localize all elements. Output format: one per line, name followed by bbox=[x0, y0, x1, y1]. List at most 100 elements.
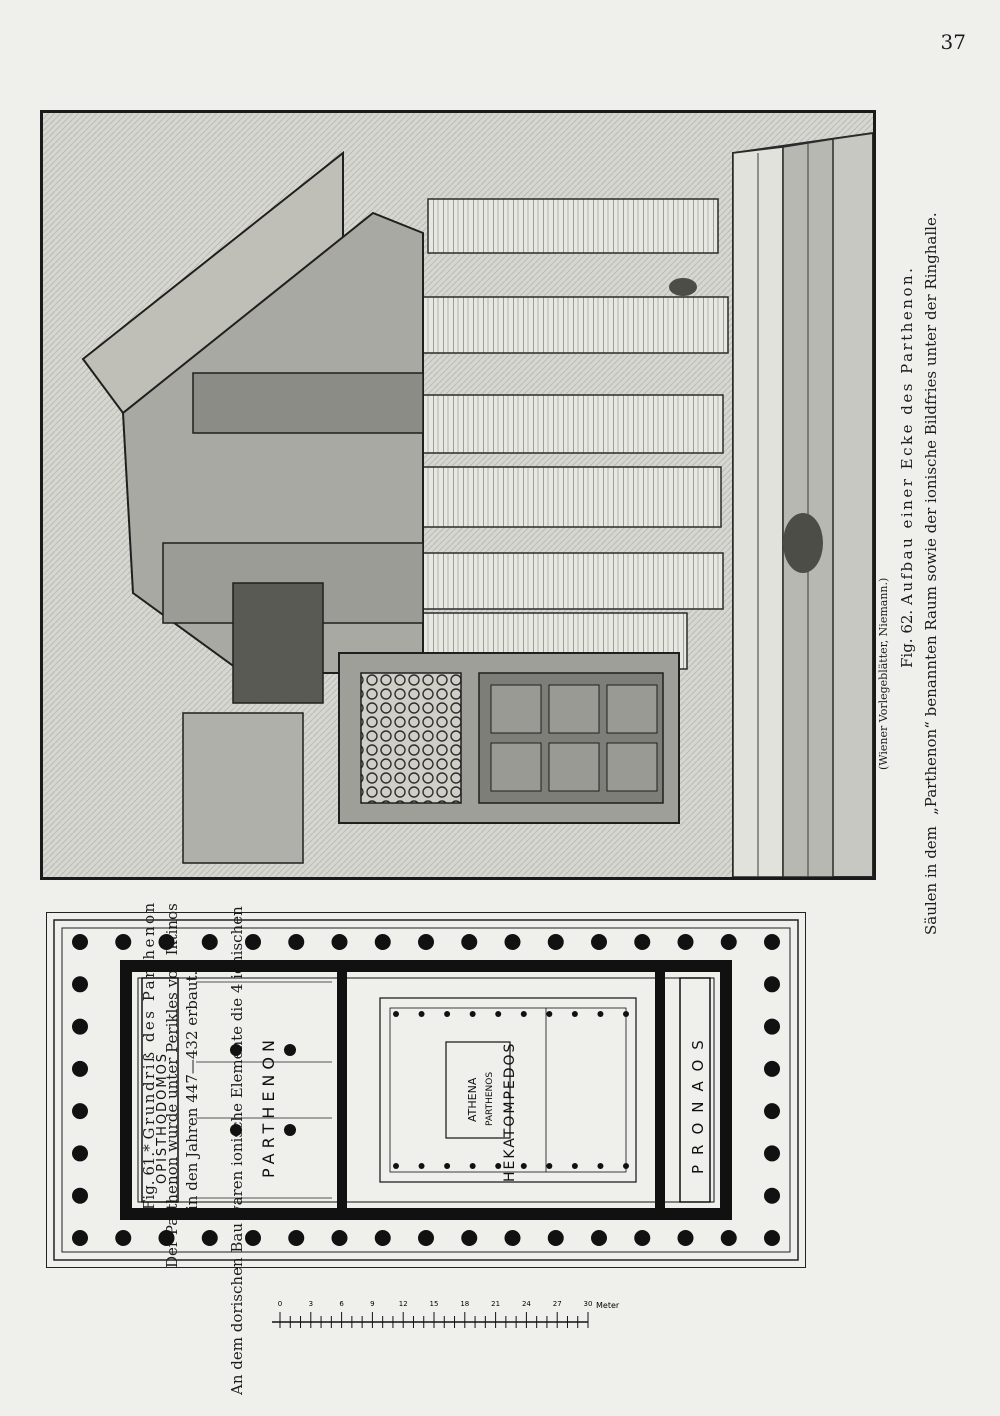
scale-tick-label: 9 bbox=[370, 1300, 374, 1308]
inner-column bbox=[546, 1011, 553, 1017]
label-parthenos: PARTHENOS bbox=[485, 1072, 495, 1126]
inner-column bbox=[393, 1163, 399, 1169]
inner-column bbox=[444, 1011, 451, 1017]
columns bbox=[386, 198, 729, 670]
peristyle-column bbox=[418, 934, 434, 950]
inner-column bbox=[418, 1011, 425, 1017]
page-number: 37 bbox=[940, 30, 966, 54]
peristyle-columns bbox=[72, 934, 780, 1246]
scale-tick-label: 0 bbox=[278, 1300, 282, 1308]
parthenon-corner-engraving bbox=[40, 110, 876, 880]
peristyle-column bbox=[764, 1145, 780, 1162]
peristyle-column bbox=[547, 1230, 564, 1246]
fig62-description: „Parthenon“ benannten Raum sowie der ion… bbox=[922, 212, 940, 815]
scale-tick-label: 12 bbox=[399, 1300, 408, 1308]
inner-column bbox=[546, 1163, 553, 1169]
peristyle-column bbox=[764, 976, 780, 993]
label-pronaos: PRONAOS bbox=[689, 1030, 707, 1174]
peristyle-column bbox=[764, 934, 780, 950]
peristyle-column bbox=[331, 934, 348, 950]
peristyle-column bbox=[158, 934, 175, 950]
peristyle-column bbox=[504, 934, 521, 950]
peristyle-column bbox=[764, 1187, 780, 1204]
scale-tick-label: 18 bbox=[460, 1300, 469, 1308]
fig62-title: Aufbau einer Ecke des Parthenon. bbox=[898, 265, 916, 606]
inner-column bbox=[469, 1163, 476, 1169]
inner-column bbox=[520, 1011, 527, 1017]
inner-column bbox=[495, 1163, 502, 1169]
peristyle-column bbox=[374, 1230, 391, 1246]
peristyle-column bbox=[72, 976, 88, 993]
scale-tick-label: 21 bbox=[491, 1300, 500, 1308]
peristyle-column bbox=[115, 1230, 132, 1246]
label-opisthodomos: OPISTHODOMOS bbox=[155, 1052, 170, 1184]
peristyle-column bbox=[677, 1230, 694, 1246]
peristyle-column bbox=[677, 934, 694, 950]
peristyle-column bbox=[245, 1230, 261, 1246]
peristyle-column bbox=[158, 1230, 175, 1246]
inner-column bbox=[571, 1163, 578, 1169]
peristyle-column bbox=[72, 1187, 88, 1204]
label-athena: ATHENA bbox=[466, 1077, 479, 1122]
scale-tick-label: 6 bbox=[339, 1300, 344, 1308]
parthenon-floor-plan: OPISTHODOMOS PARTHENON HEKATOMPEDOS ATHE… bbox=[45, 911, 807, 1269]
inner-column bbox=[623, 1163, 629, 1169]
engraving-drawing bbox=[43, 113, 873, 877]
scale-bar: 0 3 6 9 12 15 18 21 24 27 30 Meter bbox=[266, 1282, 646, 1342]
fig62-label: Fig. 62. bbox=[898, 609, 916, 668]
peristyle-column bbox=[764, 1060, 780, 1077]
label-parthenon: PARTHENON bbox=[259, 1035, 278, 1178]
peristyle-column bbox=[591, 934, 607, 950]
peristyle-column bbox=[720, 934, 737, 950]
peristyle-column bbox=[115, 934, 132, 950]
scale-tick-label: 30 bbox=[584, 1300, 593, 1308]
peristyle-column bbox=[634, 934, 651, 950]
inner-column bbox=[393, 1011, 399, 1017]
fig62-description-lead: Säulen in dem bbox=[922, 826, 940, 935]
peristyle-column bbox=[201, 934, 218, 950]
peristyle-column bbox=[461, 934, 478, 950]
peristyle-column bbox=[288, 1230, 305, 1246]
peristyle-column bbox=[374, 934, 391, 950]
scale-tick-label: 27 bbox=[553, 1300, 562, 1308]
peristyle-column bbox=[331, 1230, 348, 1246]
peristyle-column bbox=[288, 934, 305, 950]
fig62-credit: (Wiener Vorlegeblätter, Niemann.) bbox=[877, 577, 890, 770]
human-figures bbox=[669, 278, 823, 573]
inner-column bbox=[418, 1163, 425, 1169]
peristyle-column bbox=[764, 1018, 780, 1035]
label-hekatompedos: HEKATOMPEDOS bbox=[502, 1042, 518, 1182]
peristyle-column bbox=[634, 1230, 651, 1246]
scale-tick-label: 3 bbox=[309, 1300, 313, 1308]
peristyle-column bbox=[591, 1230, 607, 1246]
peristyle-column bbox=[201, 1230, 218, 1246]
scale-unit: Meter bbox=[596, 1301, 620, 1310]
door bbox=[338, 652, 680, 824]
peristyle-column bbox=[72, 1145, 88, 1162]
scale-bar-drawing: 0 3 6 9 12 15 18 21 24 27 30 Meter bbox=[272, 1300, 620, 1328]
peristyle-column bbox=[72, 1230, 88, 1246]
peristyle-column bbox=[72, 1018, 88, 1035]
floor-plan-drawing: OPISTHODOMOS PARTHENON HEKATOMPEDOS ATHE… bbox=[45, 911, 807, 1269]
peristyle-column bbox=[764, 1230, 780, 1246]
inner-colonnade bbox=[393, 1011, 629, 1169]
peristyle-column bbox=[504, 1230, 521, 1246]
peristyle-column bbox=[418, 1230, 434, 1246]
peristyle-column bbox=[72, 1060, 88, 1077]
inner-column bbox=[469, 1011, 476, 1017]
peristyle-column bbox=[547, 934, 564, 950]
peristyle-column bbox=[720, 1230, 737, 1246]
inner-column bbox=[444, 1163, 451, 1169]
peristyle-column bbox=[72, 934, 88, 950]
inner-column bbox=[623, 1011, 629, 1017]
inner-column bbox=[571, 1011, 578, 1017]
steps bbox=[732, 131, 873, 877]
peristyle-column bbox=[245, 934, 261, 950]
inner-column bbox=[597, 1163, 604, 1169]
inner-column bbox=[597, 1011, 604, 1017]
fig62-title-line: Fig. 62. Aufbau einer Ecke des Parthenon… bbox=[898, 266, 916, 668]
peristyle-column bbox=[764, 1103, 780, 1120]
inner-column bbox=[520, 1163, 527, 1169]
scale-tick-label: 24 bbox=[522, 1300, 531, 1308]
scale-tick-label: 15 bbox=[430, 1300, 439, 1308]
